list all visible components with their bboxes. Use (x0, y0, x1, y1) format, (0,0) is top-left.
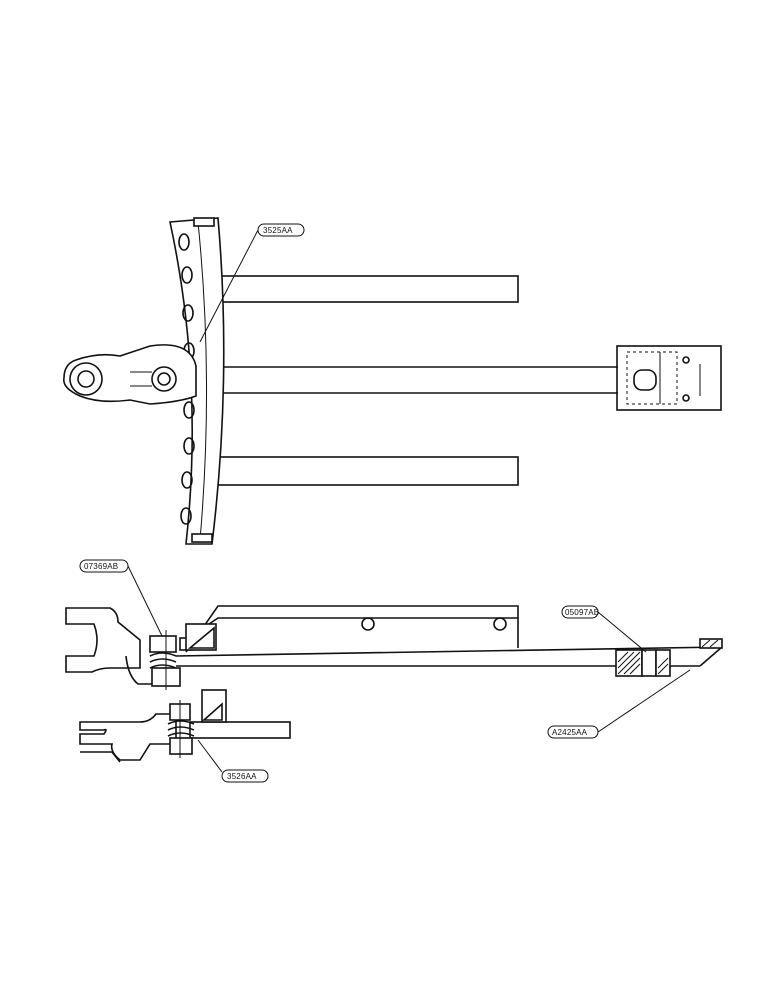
part-label-07369ab-text: 07369AB (84, 562, 118, 571)
bolt-stack (149, 630, 193, 690)
wedge-block (185, 623, 217, 651)
pivot-arm (63, 344, 197, 405)
upper-tine (197, 275, 519, 303)
main-bar (175, 646, 723, 667)
part-label-a2425aa-text: A2425AA (552, 728, 588, 737)
part-label-07369ab: 07369AB (79, 559, 163, 637)
part-label-3526aa-text: 3526AA (227, 772, 257, 781)
part-label-3525aa-text: 3525AA (263, 226, 293, 235)
end-clamp (616, 345, 722, 411)
part-label-a2425aa: A2425AA (547, 669, 691, 739)
side-view-assembly: 07369AB 05097AB A2425AA (65, 559, 723, 739)
part-label-3525aa: 3525AA (199, 223, 305, 343)
upper-channel (185, 605, 519, 653)
lower-subassembly: 3526AA (79, 689, 291, 783)
right-end-block (615, 638, 723, 677)
left-yoke (65, 607, 162, 685)
part-label-05097ab-text: 05097AB (565, 608, 599, 617)
top-view-assembly: 3525AA (63, 217, 722, 545)
center-beam (180, 366, 618, 394)
lower-tine (197, 456, 519, 486)
part-label-3526aa: 3526AA (197, 739, 269, 783)
part-label-05097ab: 05097AB (561, 605, 647, 653)
